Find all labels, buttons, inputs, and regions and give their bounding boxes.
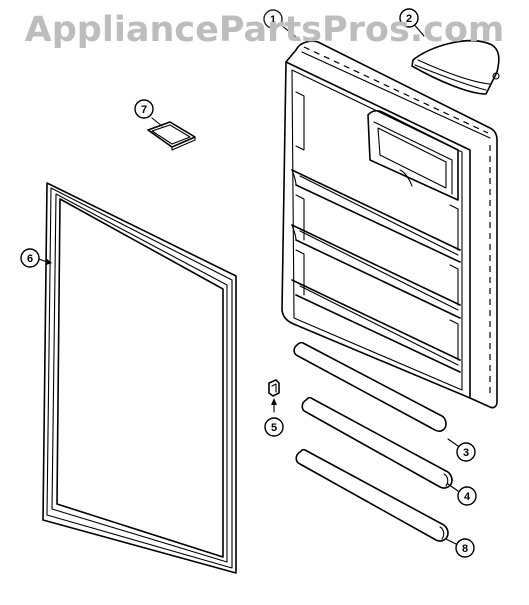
callout-5-label: 5	[271, 422, 277, 434]
callout-3-label: 3	[463, 447, 469, 459]
callout-6-label: 6	[27, 253, 33, 265]
clip-part	[147, 121, 196, 151]
callout-7-label: 7	[141, 104, 147, 116]
shelf-bar-4	[295, 448, 449, 542]
door-gasket	[42, 182, 237, 574]
door-liner	[281, 40, 498, 409]
callout-4: 4	[457, 486, 477, 506]
callout-7: 7	[134, 99, 154, 119]
callout-1-label: 1	[270, 14, 276, 26]
watermark-text: AppliancePartsPros.com	[24, 10, 505, 50]
callout-1: 1	[263, 9, 283, 29]
shelf-bar-3	[301, 396, 453, 489]
shelf-bar-top	[293, 341, 447, 432]
callout-2-label: 2	[406, 13, 412, 25]
callout-2: 2	[399, 8, 419, 28]
dairy-cover	[411, 39, 500, 95]
callout-3: 3	[456, 442, 476, 462]
leader-lines	[38, 21, 459, 545]
callout-5: 5	[264, 417, 284, 437]
callout-6: 6	[20, 248, 40, 268]
callout-4-label: 4	[464, 491, 471, 503]
shelf-clip	[268, 379, 280, 413]
callout-8-label: 8	[462, 543, 468, 555]
callout-8: 8	[455, 538, 475, 558]
